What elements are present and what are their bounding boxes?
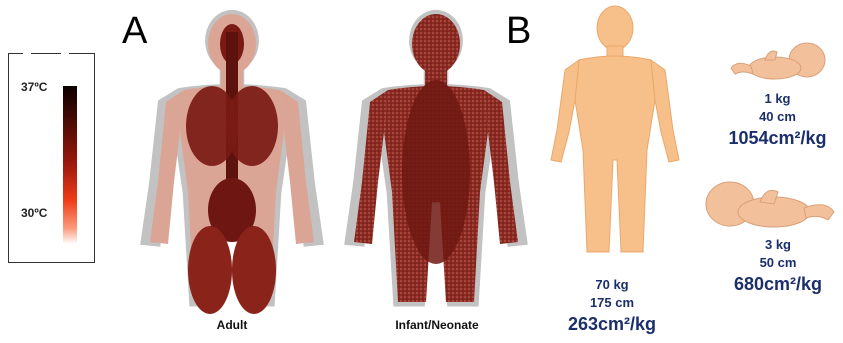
infant-1kg-weight: 1 kg	[715, 90, 840, 108]
adult-height: 175 cm	[557, 294, 667, 312]
infant-1kg-height: 40 cm	[715, 108, 840, 126]
infant-1kg-ratio: 1054cm²/kg	[715, 126, 840, 150]
adult-right-chest-core	[226, 86, 278, 166]
infant-3kg-weight: 3 kg	[718, 236, 838, 254]
adult-left-leg-core	[188, 226, 232, 314]
adult-thermal-figure	[140, 10, 324, 314]
adult-stats: 70 kg 175 cm 263cm²/kg	[557, 276, 667, 336]
infant-3kg-illustration	[700, 178, 840, 233]
infant-1kg-illustration	[725, 40, 835, 85]
adult-ratio: 263cm²/kg	[557, 312, 667, 336]
adult-silhouette	[545, 0, 685, 265]
adult-caption: Adult	[202, 318, 262, 332]
infant-3kg-ratio: 680cm²/kg	[718, 272, 838, 296]
infant-core	[402, 80, 470, 264]
adult-weight: 70 kg	[557, 276, 667, 294]
infant-1kg-stats: 1 kg 40 cm 1054cm²/kg	[715, 90, 840, 150]
adult-right-leg-core	[232, 226, 276, 314]
infant-thermal-figure	[344, 10, 528, 307]
infant-3kg-stats: 3 kg 50 cm 680cm²/kg	[718, 236, 838, 296]
infant-caption: Infant/Neonate	[382, 318, 492, 332]
infant-3kg-height: 50 cm	[718, 254, 838, 272]
